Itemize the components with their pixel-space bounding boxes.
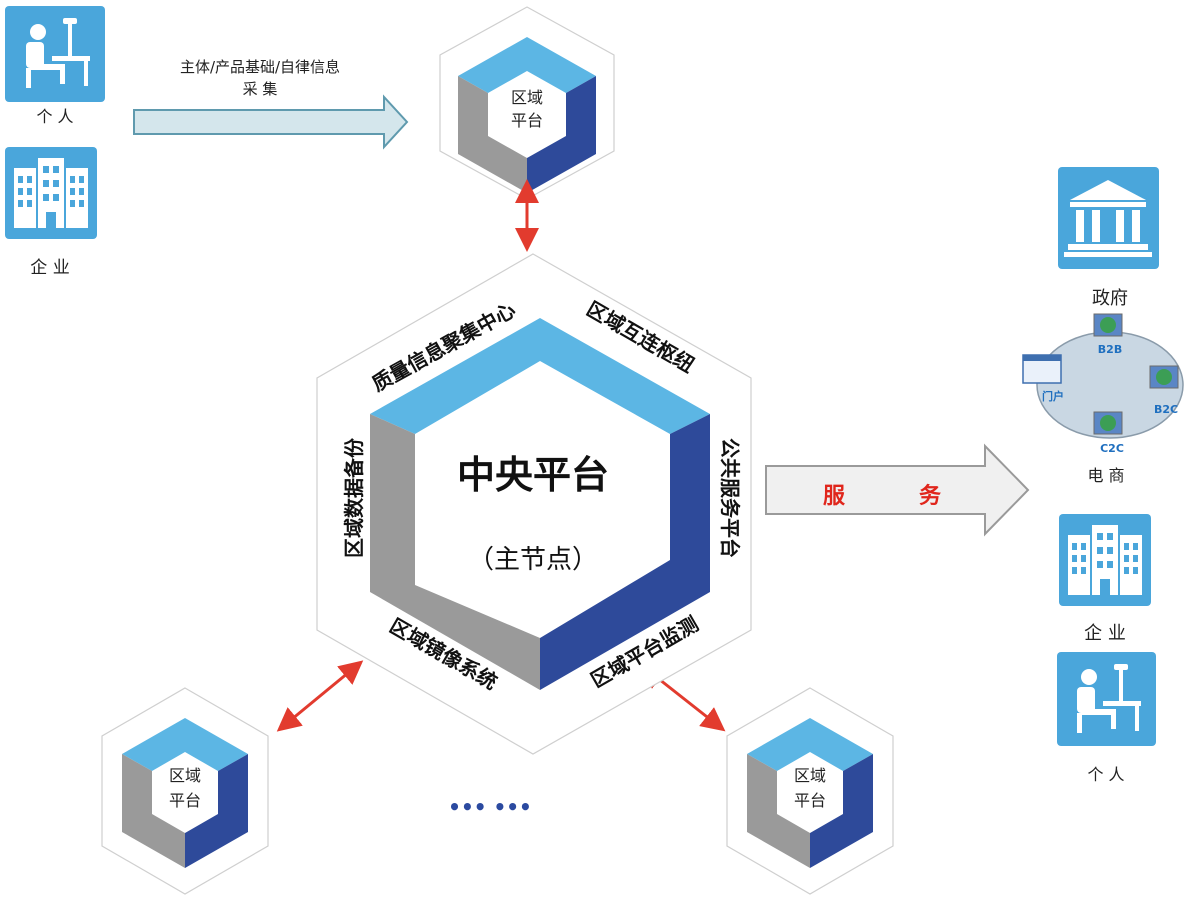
regional-platform-label-line2: 平台 <box>169 791 201 810</box>
sync-arrow-bottom-left <box>276 660 364 732</box>
central-title: 中央平台 <box>457 453 609 497</box>
regional-platform-bottom-left: 区域 平台 <box>101 687 269 895</box>
right-ecommerce: B2B 门户 B2C C2C 电 商 <box>1022 313 1184 485</box>
regional-platform-label-line1: 区域 <box>169 766 201 785</box>
central-left-band <box>370 414 540 690</box>
left-person-label: 个 人 <box>36 107 73 126</box>
left-person: 个 人 <box>5 6 105 126</box>
central-subtitle: （主节点） <box>468 545 598 575</box>
left-enterprise: 企 业 <box>5 147 97 278</box>
regional-platform-label-line2: 平台 <box>511 111 543 130</box>
central-right-band <box>540 414 710 690</box>
government-building-glyph <box>1064 180 1152 257</box>
person-at-desk-icon <box>5 6 105 102</box>
ecommerce-node-label: B2C <box>1154 403 1178 416</box>
ecommerce-label: 电 商 <box>1087 466 1124 485</box>
right-enterprise: 企 业 <box>1059 514 1151 644</box>
regional-platform-label-line1: 区域 <box>794 766 826 785</box>
ecommerce-node-label: B2B <box>1098 343 1122 356</box>
right-government: 政府 <box>1058 167 1159 309</box>
regional-platform-label-line2: 平台 <box>794 791 826 810</box>
central-label-data-backup: 区域数据备份 <box>342 437 366 558</box>
person-at-desk-icon <box>1057 652 1156 746</box>
regional-platform-bottom-right: 区域 平台 <box>726 687 894 895</box>
ecommerce-node-c2c: C2C <box>1093 411 1124 455</box>
collect-arrow-label-line2: 采 集 <box>243 80 278 98</box>
ecommerce-node-b2b: B2B <box>1093 313 1123 356</box>
government-label: 政府 <box>1092 288 1128 309</box>
ecommerce-node-label: 门户 <box>1042 389 1064 403</box>
right-person: 个 人 <box>1057 652 1156 784</box>
ecommerce-node-label: C2C <box>1100 442 1124 455</box>
more-regional-platforms-ellipsis: ••• ••• <box>448 795 532 819</box>
right-enterprise-label: 企 业 <box>1084 623 1126 644</box>
collect-arrow-label-line1: 主体/产品基础/自律信息 <box>180 58 340 76</box>
regional-platform-top: 区域 平台 <box>439 6 615 200</box>
service-arrow-char2: 务 <box>919 484 942 509</box>
person-at-desk-glyph <box>1077 664 1141 733</box>
ecommerce-node-portal: 门户 <box>1022 354 1064 403</box>
collect-arrow <box>133 94 409 150</box>
ecommerce-node-b2c: B2C <box>1149 365 1179 416</box>
regional-platform-label-line1: 区域 <box>511 88 543 107</box>
left-enterprise-label: 企 业 <box>30 258 69 278</box>
person-at-desk-glyph <box>26 18 90 88</box>
central-platform: 中央平台 （主节点） 质量信息聚集中心 区域互连枢纽 公共服务平台 区域平台监测… <box>316 253 752 755</box>
service-arrow <box>765 443 1030 537</box>
central-top-band <box>370 318 710 434</box>
central-label-public-service: 公共服务平台 <box>718 438 742 558</box>
right-person-label: 个 人 <box>1087 765 1124 784</box>
government-building-icon <box>1058 167 1159 269</box>
service-arrow-char1: 服 <box>823 484 846 509</box>
